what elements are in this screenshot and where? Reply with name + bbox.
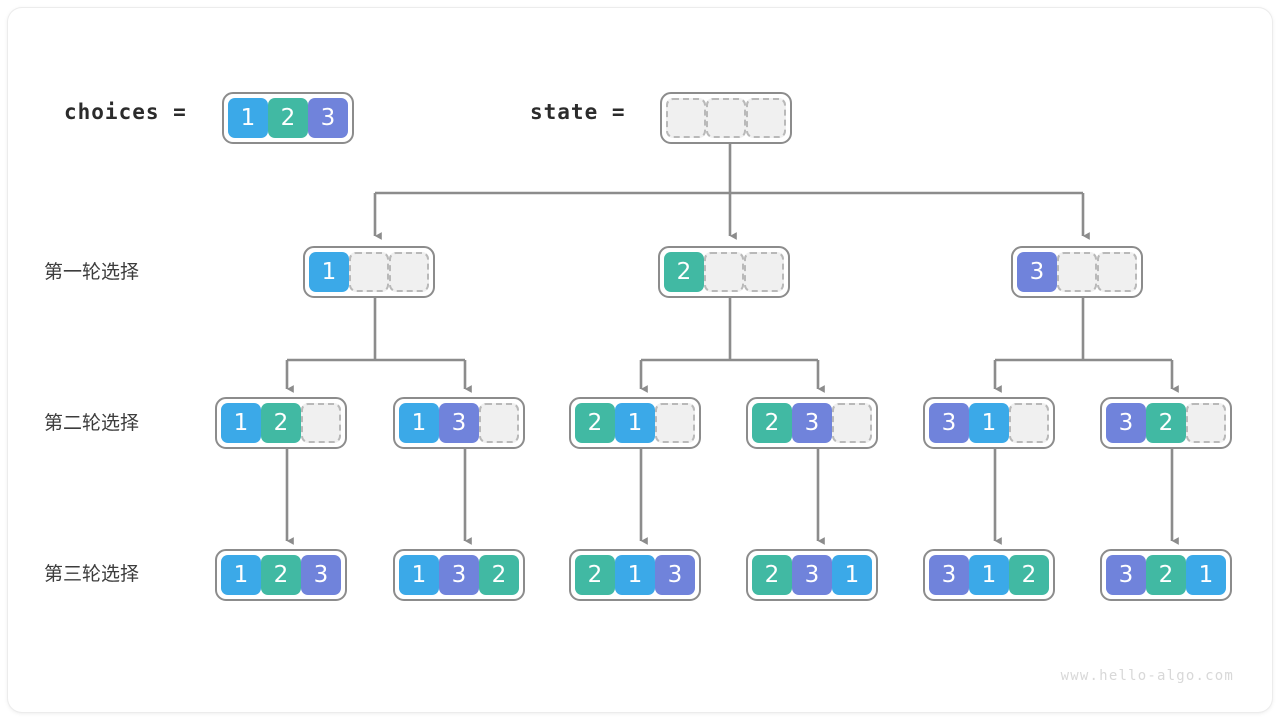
array-cell-empty <box>1057 252 1097 292</box>
array-cell-value: 1 <box>228 98 268 138</box>
array-cell-value: 1 <box>615 555 655 595</box>
array-cell-empty <box>666 98 706 138</box>
array-cell-empty <box>655 403 695 443</box>
array-cell-value: 3 <box>439 555 479 595</box>
array-cell-value: 2 <box>575 555 615 595</box>
state-label: state = <box>530 100 626 124</box>
array-cell-empty <box>704 252 744 292</box>
array-cell-empty <box>1097 252 1137 292</box>
array-cell-value: 3 <box>929 555 969 595</box>
tree-node-round1-1: 1 <box>303 246 435 298</box>
array-cell-value: 2 <box>752 403 792 443</box>
array-cell-empty <box>746 98 786 138</box>
array-cell-value: 2 <box>479 555 519 595</box>
array-cell-value: 2 <box>261 555 301 595</box>
array-cell-value: 1 <box>309 252 349 292</box>
row-label-round-2: 第二轮选择 <box>44 412 140 434</box>
array-cell-value: 1 <box>399 555 439 595</box>
array-cell-value: 2 <box>752 555 792 595</box>
array-cell-value: 3 <box>792 403 832 443</box>
array-cell-value: 1 <box>1186 555 1226 595</box>
array-cell-empty <box>389 252 429 292</box>
array-cell-value: 3 <box>1106 555 1146 595</box>
state-array <box>660 92 792 144</box>
array-cell-value: 3 <box>1106 403 1146 443</box>
array-cell-value: 3 <box>655 555 695 595</box>
array-cell-value: 1 <box>969 555 1009 595</box>
array-cell-value: 2 <box>261 403 301 443</box>
array-cell-value: 1 <box>399 403 439 443</box>
array-cell-empty <box>301 403 341 443</box>
array-cell-value: 3 <box>929 403 969 443</box>
row-label-round-3: 第三轮选择 <box>44 563 140 585</box>
choices-label: choices = <box>64 100 187 124</box>
array-cell-value: 2 <box>1146 403 1186 443</box>
array-cell-value: 2 <box>1009 555 1049 595</box>
array-cell-value: 3 <box>1017 252 1057 292</box>
row-label-round-1: 第一轮选择 <box>44 261 140 283</box>
tree-node-round1-2: 2 <box>658 246 790 298</box>
array-cell-value: 1 <box>832 555 872 595</box>
array-cell-value: 1 <box>615 403 655 443</box>
array-cell-value: 3 <box>439 403 479 443</box>
array-cell-empty <box>1009 403 1049 443</box>
watermark: www.hello-algo.com <box>1060 668 1234 684</box>
array-cell-value: 1 <box>969 403 1009 443</box>
array-cell-empty <box>744 252 784 292</box>
array-cell-empty <box>349 252 389 292</box>
array-cell-value: 1 <box>221 403 261 443</box>
array-cell-value: 3 <box>308 98 348 138</box>
array-cell-value: 2 <box>575 403 615 443</box>
tree-node-round1-3: 3 <box>1011 246 1143 298</box>
array-cell-value: 1 <box>221 555 261 595</box>
array-cell-value: 3 <box>301 555 341 595</box>
array-cell-empty <box>1186 403 1226 443</box>
array-cell-value: 2 <box>1146 555 1186 595</box>
array-cell-value: 2 <box>664 252 704 292</box>
connector-lines <box>285 141 1179 545</box>
array-cell-empty <box>479 403 519 443</box>
array-cell-value: 3 <box>792 555 832 595</box>
array-cell-empty <box>706 98 746 138</box>
array-cell-empty <box>832 403 872 443</box>
array-cell-value: 2 <box>268 98 308 138</box>
